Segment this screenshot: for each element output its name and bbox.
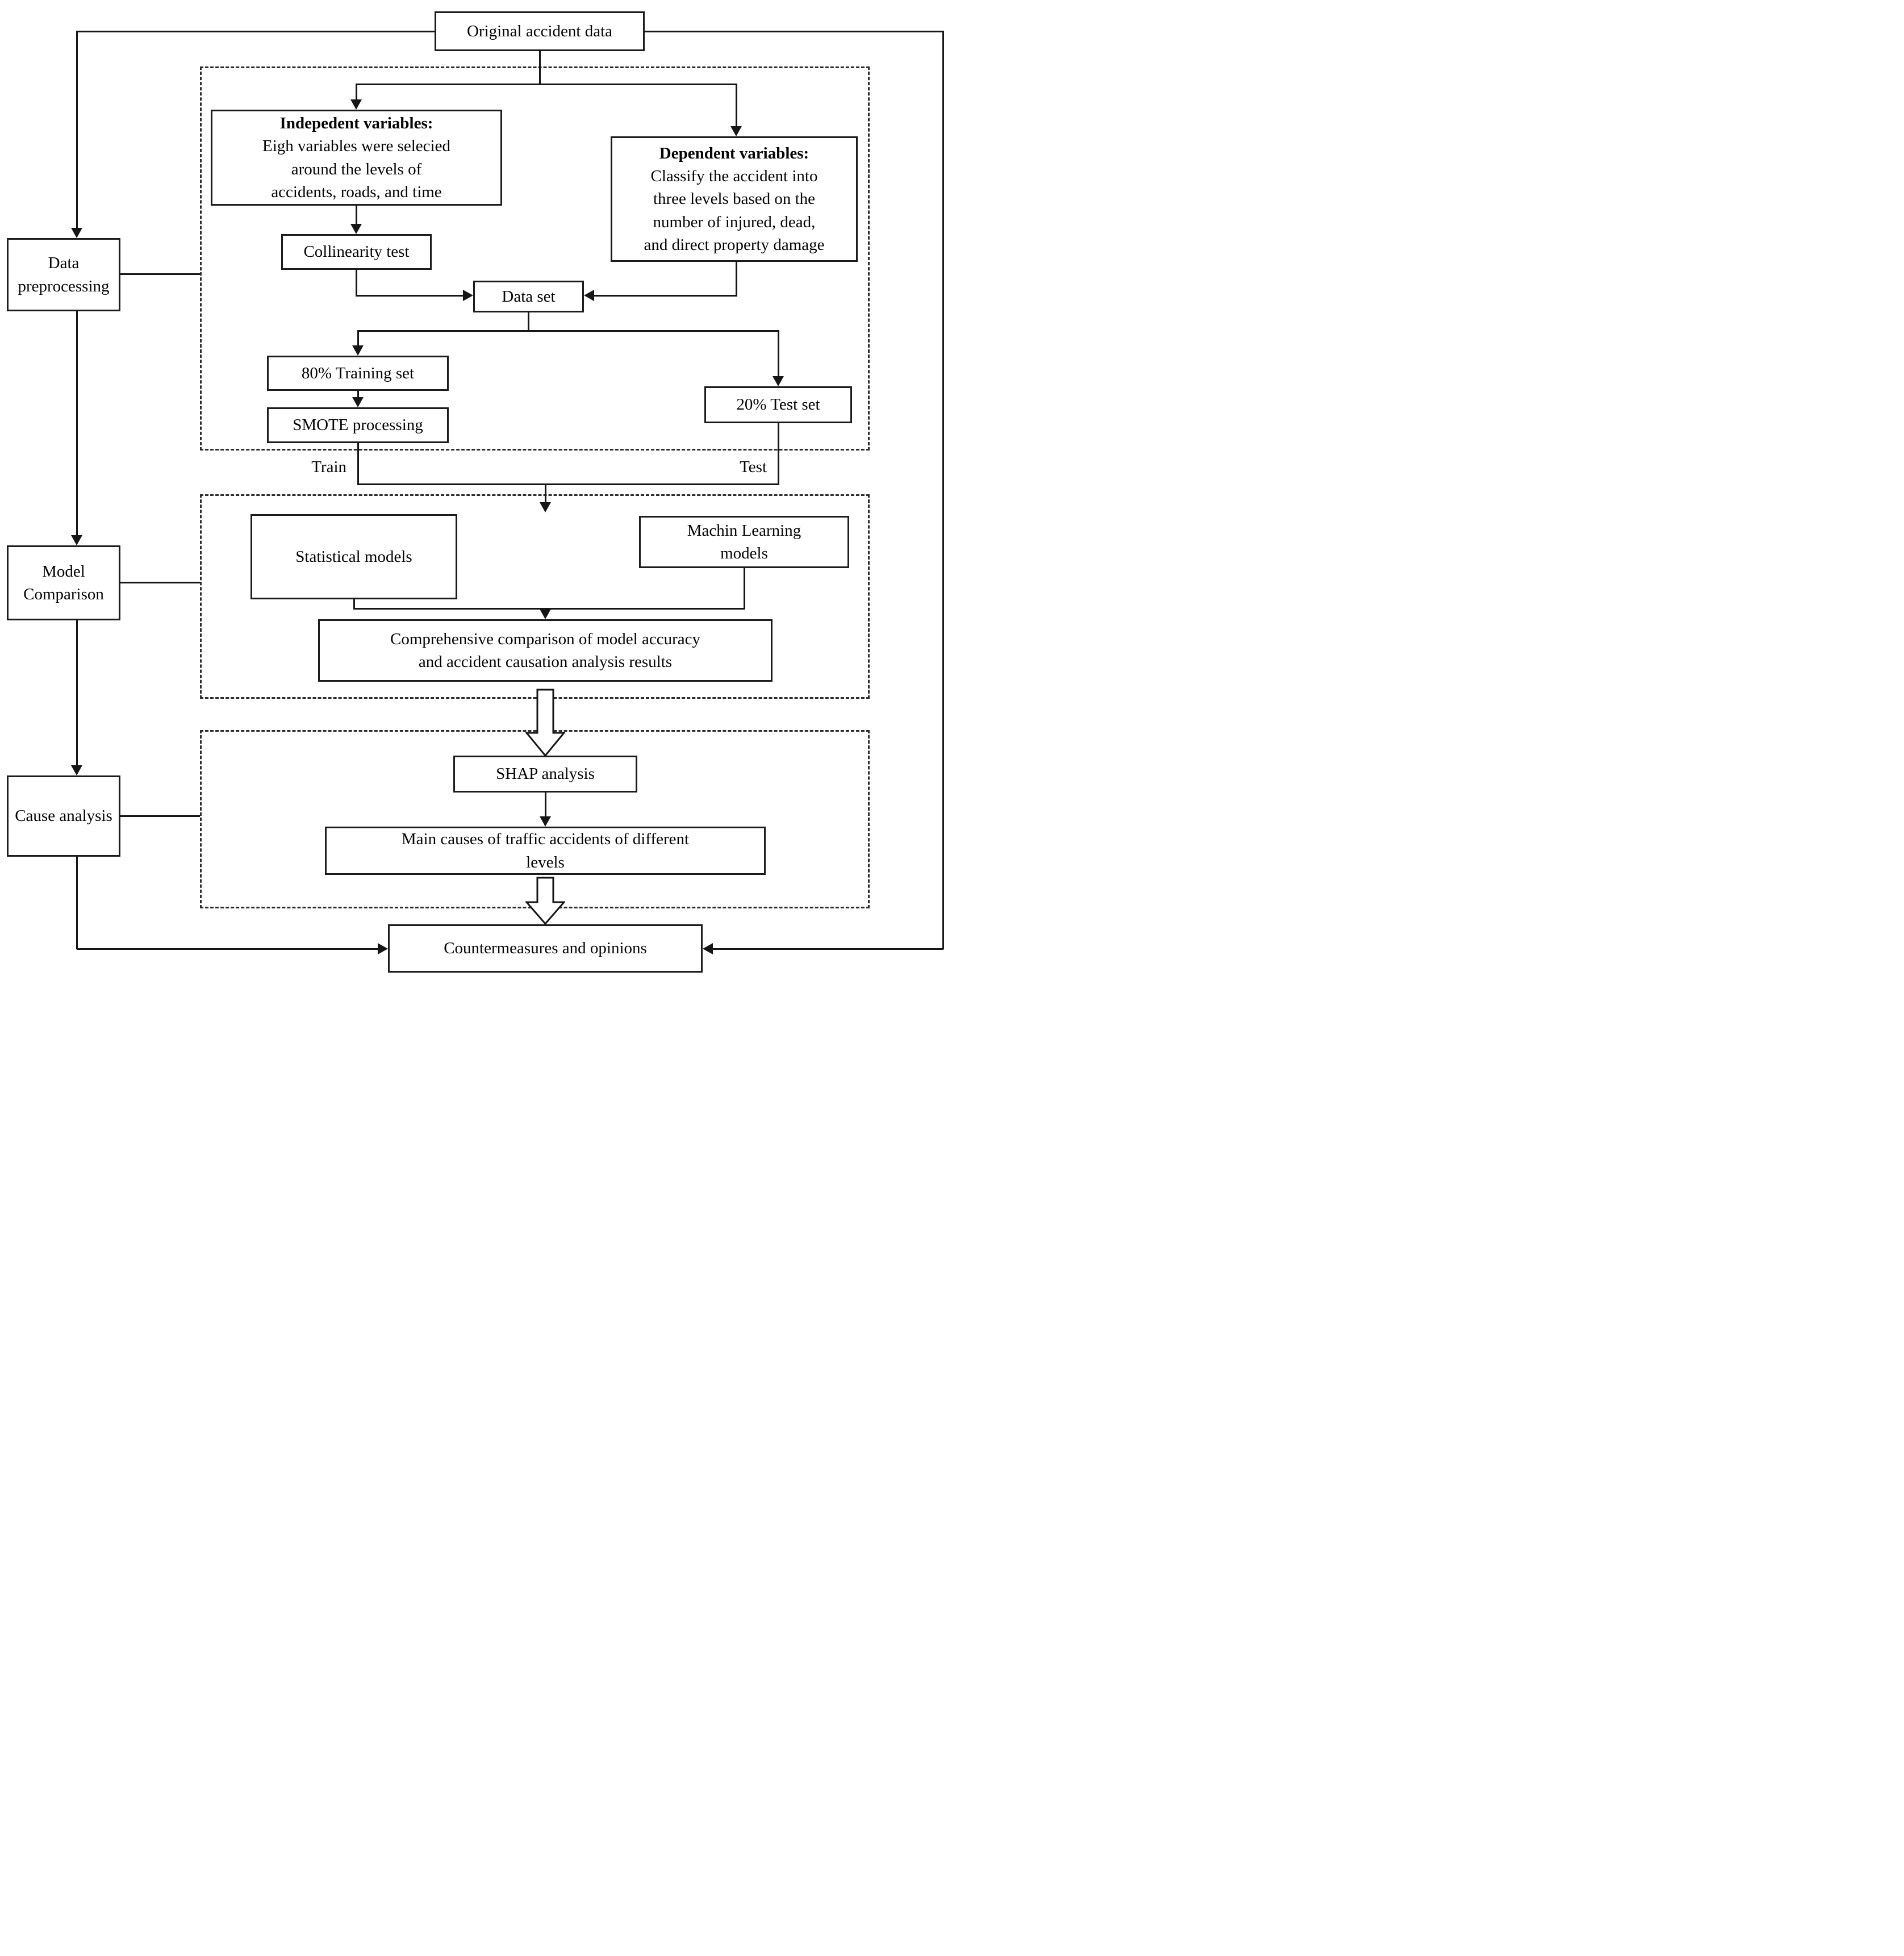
node-machine-learning-models: Machin Learning models: [639, 516, 849, 568]
node-label: Machin Learning models: [687, 521, 801, 562]
connector-collinearity-dataset: [356, 295, 463, 297]
label-test: Test: [740, 458, 767, 476]
connector-split: [358, 330, 778, 332]
node-stage-model-comparison: Model Comparison: [7, 545, 120, 620]
arrowhead-into-model-region: [540, 502, 551, 512]
node-label: Original accident data: [466, 22, 613, 40]
node-label: Cause analysis: [15, 807, 112, 825]
connector-statistical-exit: [353, 599, 355, 610]
node-label: 80% Training set: [301, 364, 415, 382]
arrowhead-into-preprocessing: [71, 228, 82, 238]
connector-ml-exit: [744, 568, 745, 610]
hollow-arrow-down-icon: [525, 877, 565, 925]
node-label: Comprehensive comparison of model accura…: [390, 629, 700, 671]
connector-left-rail-3: [76, 620, 78, 765]
connector-top-left: [77, 31, 435, 32]
node-label: Countermeasures and opinions: [444, 939, 647, 958]
node-label: SMOTE processing: [293, 416, 423, 435]
arrowhead-into-countermeasures-right: [703, 943, 713, 954]
connector-shap-maincauses: [545, 793, 546, 817]
arrowhead-into-dependent: [730, 126, 742, 136]
arrowhead-into-maincauses: [540, 816, 551, 827]
connector-bottom-right: [713, 948, 943, 950]
flowchart-canvas: Original accident data Indepedent variab…: [0, 0, 952, 978]
node-test-set: 20% Test set: [704, 386, 852, 423]
arrowhead-into-dataset-left: [463, 290, 473, 301]
node-label: Collinearity test: [303, 243, 410, 261]
connector-bottom-left: [77, 948, 378, 950]
connector-dataset-drop: [528, 312, 529, 331]
connector-right-rail: [942, 31, 944, 949]
connector-causeanalysis-region: [120, 815, 200, 817]
hollow-arrow-down-icon: [525, 689, 565, 757]
label-train: Train: [311, 458, 346, 476]
node-body: Eigh variables were selecied around the …: [262, 137, 450, 201]
connector-models-junction: [353, 608, 745, 610]
node-title: Indepedent variables:: [279, 114, 433, 133]
connector-independent-collinearity: [356, 206, 357, 224]
connector-preprocessing-region: [120, 273, 200, 275]
dashed-region-data-preprocessing: [200, 66, 870, 451]
connector-training-smote: [357, 391, 359, 398]
node-training-set: 80% Training set: [267, 356, 449, 391]
dashed-region-model-comparison: [200, 494, 870, 699]
arrowhead-into-cause-analysis: [71, 765, 82, 775]
node-independent-variables: Indepedent variables: Eigh variables wer…: [211, 110, 502, 206]
arrowhead-into-testset: [773, 376, 784, 386]
connector-merge: [358, 483, 778, 485]
connector-left-rail-2: [76, 311, 78, 535]
node-label: Data preprocessing: [18, 254, 110, 295]
node-label: Statistical models: [295, 547, 412, 566]
node-label: SHAP analysis: [496, 765, 595, 783]
connector-original-drop: [539, 51, 541, 85]
node-label: Model Comparison: [23, 562, 104, 603]
connector-test-drop: [778, 330, 779, 376]
connector-branch-left-drop: [356, 84, 357, 99]
arrowhead-into-comparison: [540, 609, 551, 619]
node-original-accident-data: Original accident data: [435, 11, 645, 51]
node-collinearity-test: Collinearity test: [281, 234, 432, 270]
arrowhead-into-dataset-right: [584, 290, 594, 301]
arrowhead-into-smote: [352, 397, 364, 407]
connector-collinearity-exit: [356, 270, 357, 297]
connector-test-down: [778, 423, 779, 485]
arrowhead-into-training: [352, 345, 364, 356]
node-label: 20% Test set: [736, 395, 820, 414]
node-dependent-variables: Dependent variables: Classify the accide…: [611, 136, 858, 262]
connector-train-drop: [357, 330, 359, 345]
node-label: Main causes of traffic accidents of diff…: [401, 830, 690, 871]
node-main-causes: Main causes of traffic accidents of diff…: [325, 827, 766, 875]
node-countermeasures: Countermeasures and opinions: [388, 924, 703, 973]
node-body: Classify the accident into three levels …: [644, 167, 825, 254]
connector-branch: [356, 84, 736, 85]
node-smote-processing: SMOTE processing: [267, 407, 449, 443]
node-label: Data set: [502, 287, 556, 306]
node-title: Dependent variables:: [659, 144, 809, 163]
connector-left-rail-4: [76, 857, 78, 949]
arrowhead-into-countermeasures-left: [378, 943, 388, 954]
connector-modelcomparison-region: [120, 582, 200, 583]
arrowhead-into-collinearity: [350, 224, 362, 234]
node-shap-analysis: SHAP analysis: [453, 756, 637, 793]
connector-branch-right-drop: [736, 84, 737, 126]
node-stage-cause-analysis: Cause analysis: [7, 775, 120, 857]
connector-merge-drop: [545, 483, 546, 502]
connector-dependent-exit: [736, 262, 737, 297]
arrowhead-into-model-comparison: [71, 535, 82, 545]
node-comprehensive-comparison: Comprehensive comparison of model accura…: [318, 619, 773, 682]
connector-dependent-dataset: [594, 295, 736, 297]
node-stage-data-preprocessing: Data preprocessing: [7, 238, 120, 311]
arrowhead-into-independent: [350, 99, 362, 110]
node-statistical-models: Statistical models: [250, 514, 457, 599]
node-data-set: Data set: [473, 281, 584, 312]
connector-smote-down: [357, 443, 359, 485]
connector-left-rail-1: [76, 31, 78, 228]
connector-top-right: [645, 31, 943, 32]
